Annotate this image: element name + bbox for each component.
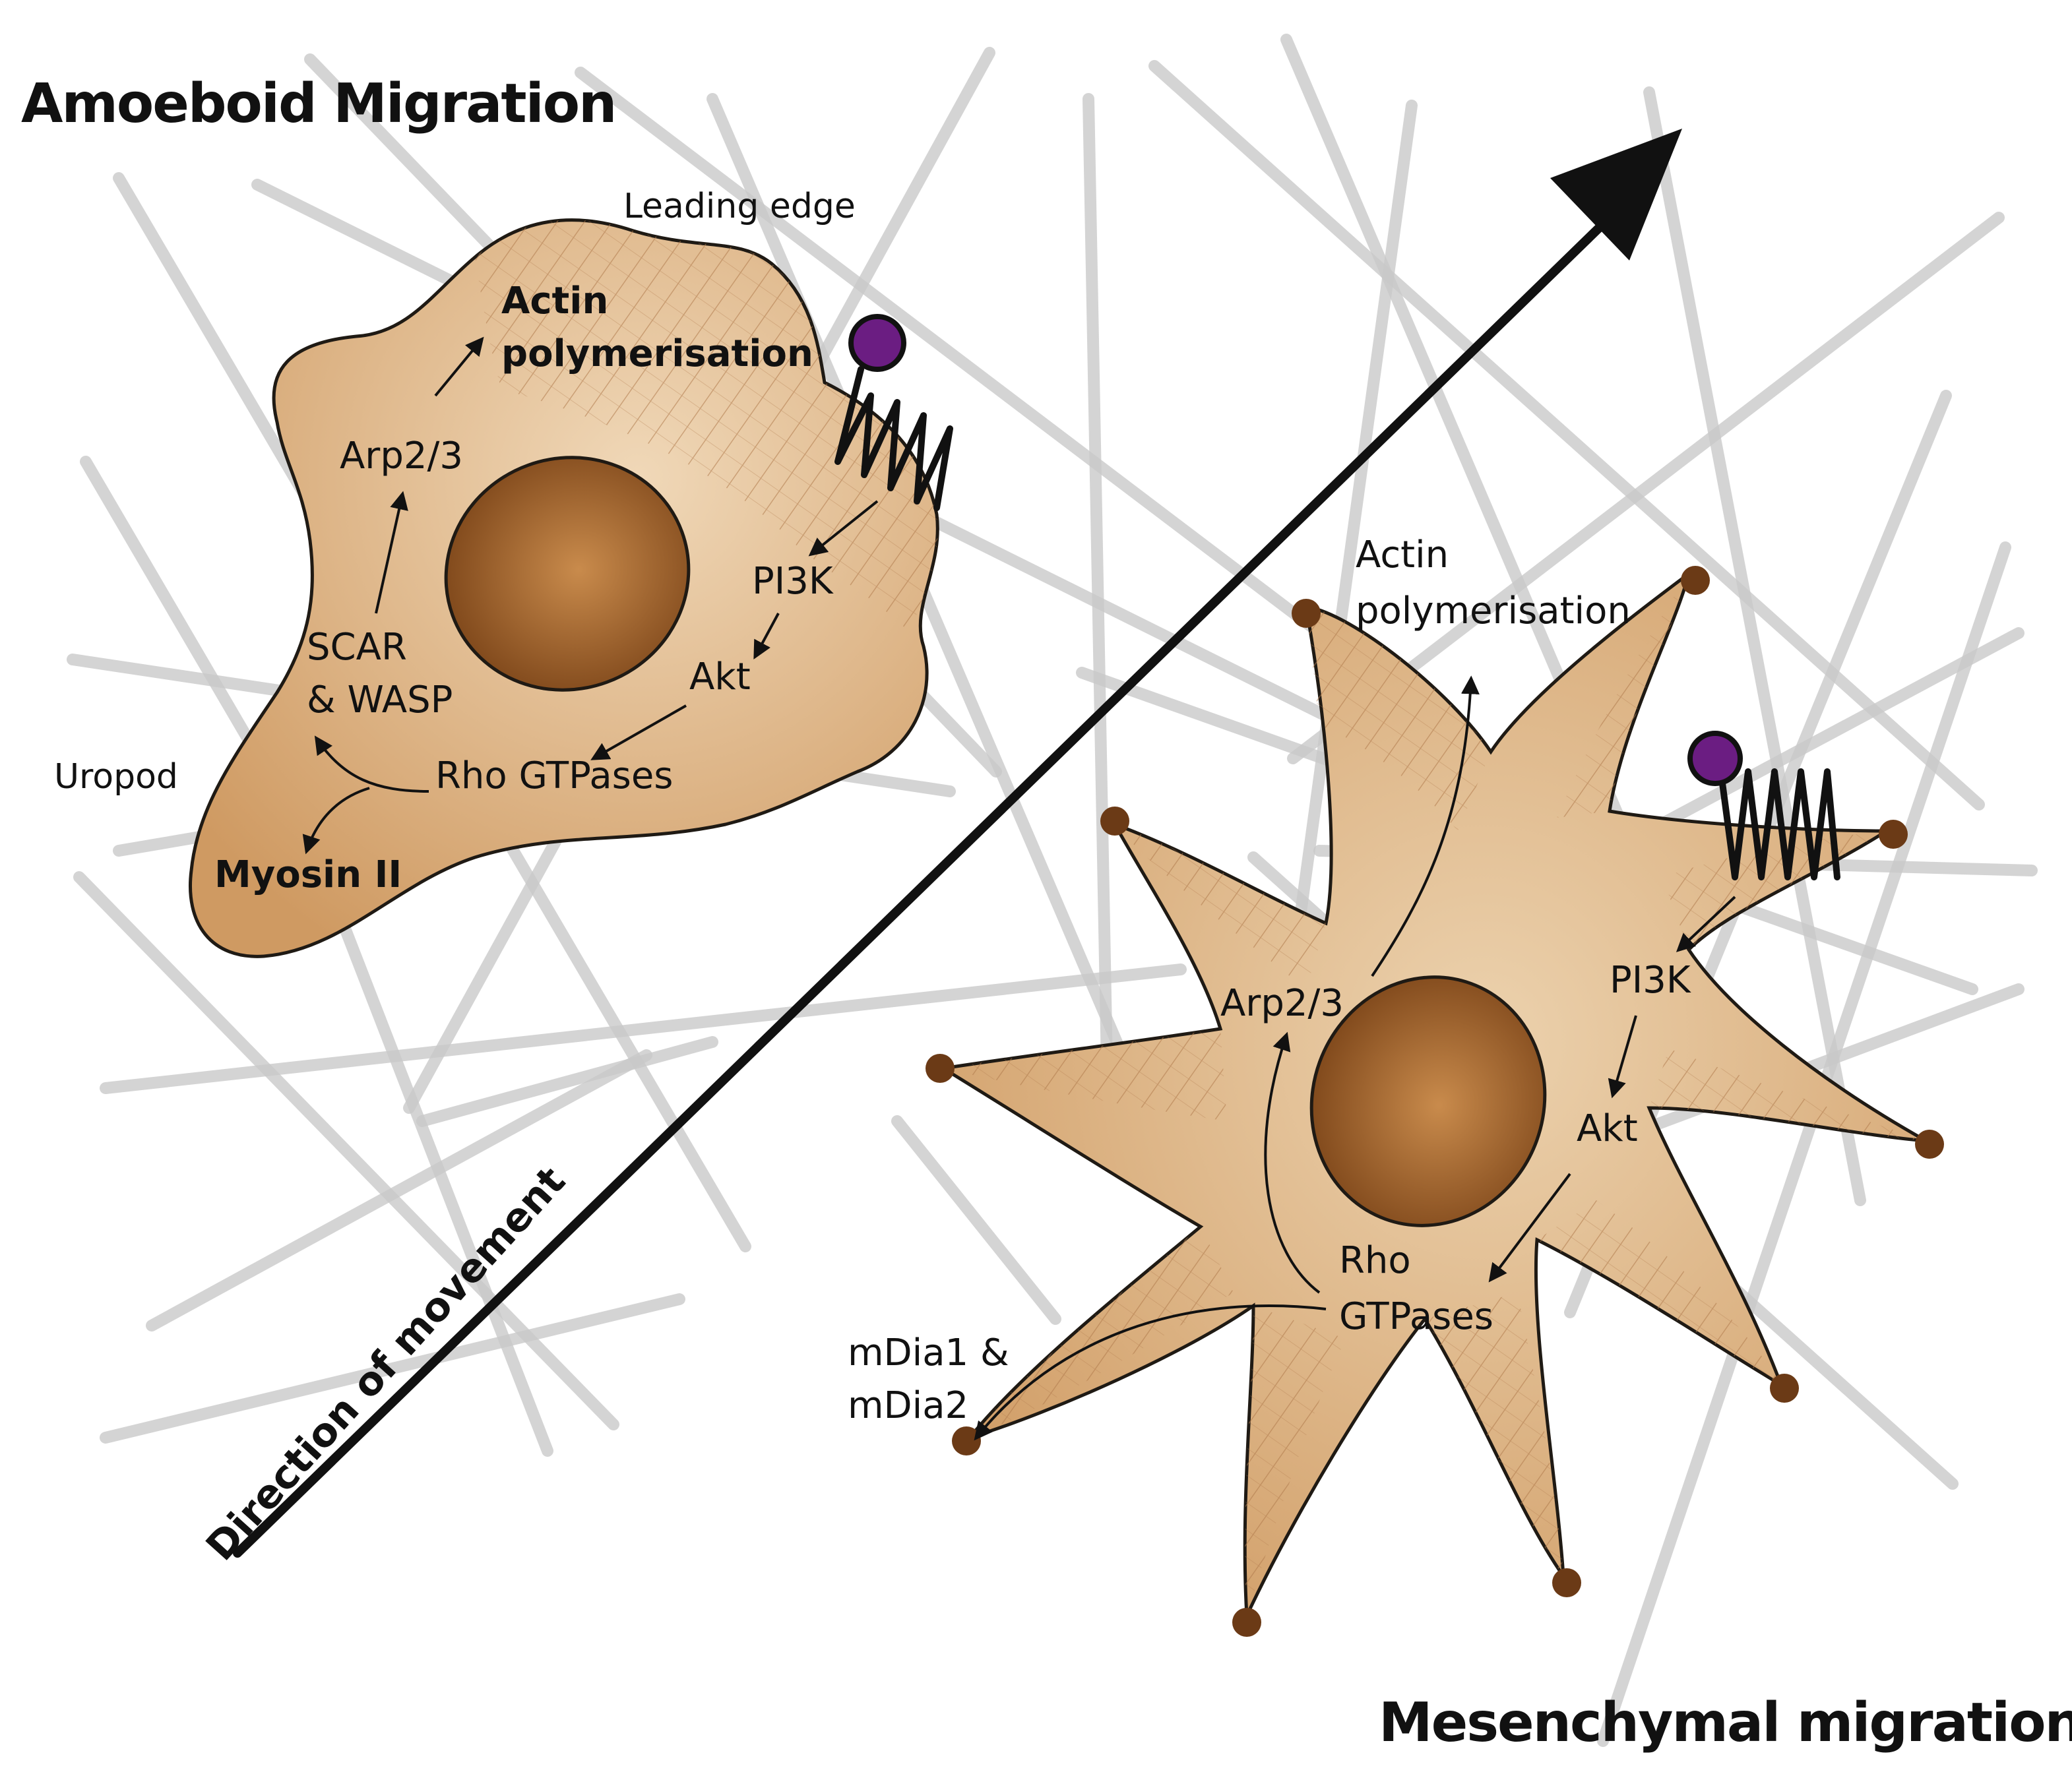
adhesion-dot	[1292, 599, 1321, 628]
mesenchymal-hatch-bottom	[1425, 1293, 1563, 1576]
direction-arrow	[233, 129, 1682, 1558]
mdia-label: mDia1 &	[848, 1331, 1009, 1374]
ligand-icon	[848, 314, 906, 372]
mesenchymal-hatch-topright	[1557, 574, 1689, 818]
amoeboid-arp-label: Arp2/3	[340, 435, 463, 477]
amoeboid-scar-label: SCAR	[307, 626, 407, 669]
adhesion-dot	[952, 1426, 981, 1455]
amoeboid-nucleus	[444, 456, 691, 692]
amoeboid-actin-hatching	[475, 220, 938, 633]
adhesion-dot	[1770, 1374, 1799, 1403]
mesenchymal-receptor	[1687, 731, 1840, 880]
adhesion-dot	[1100, 807, 1129, 836]
mesenchymal-cell	[938, 569, 1928, 1617]
mesenchymal-arp-label: Arp2/3	[1220, 982, 1344, 1025]
adhesion-dot	[1681, 566, 1710, 595]
mesenchymal-arrows	[974, 675, 1736, 1441]
mesenchymal-actin-label-2: polymerisation	[1356, 590, 1631, 632]
myosin-label: Myosin II	[214, 853, 402, 896]
mdia-label-2: mDia2	[848, 1384, 968, 1427]
amoeboid-actin-label: Actin	[501, 280, 608, 322]
mesenchymal-title: Mesenchymal migration	[1379, 1692, 2072, 1754]
mesenchymal-hatch-left	[1115, 824, 1326, 989]
mesenchymal-hatch-farright	[1649, 1049, 1926, 1141]
mesenchymal-rho-label: Rho	[1339, 1239, 1411, 1282]
mesenchymal-hatch-bottomleft	[1245, 1306, 1346, 1616]
mesenchymal-hatch-top	[1306, 607, 1491, 831]
mesenchymal-nucleus	[1309, 975, 1547, 1227]
mesenchymal-actin-label: Actin	[1356, 534, 1449, 576]
mesenchymal-gtpases-label: GTPases	[1339, 1295, 1493, 1338]
amoeboid-receptor-coil	[834, 366, 953, 511]
amoeboid-pi3k-label: PI3K	[752, 560, 834, 603]
ligand-icon	[1687, 731, 1743, 786]
direction-arrow-shaft	[233, 213, 1614, 1558]
mesenchymal-akt-label: Akt	[1577, 1107, 1638, 1150]
amoeboid-wasp-label: & WASP	[307, 679, 453, 721]
adhesion-dot	[1915, 1130, 1944, 1159]
adhesion-tips	[926, 566, 1944, 1637]
amoeboid-cell	[189, 218, 939, 958]
direction-arrow-head	[1550, 129, 1682, 260]
amoeboid-rho-label: Rho GTPases	[435, 754, 673, 797]
adhesion-dot	[1232, 1608, 1261, 1637]
amoeboid-arrows	[302, 336, 879, 855]
amoeboid-receptor	[834, 314, 953, 511]
mesenchymal-receptor-coil	[1718, 768, 1840, 880]
mesenchymal-hatch-lowright	[1537, 1200, 1781, 1385]
mesenchymal-pi3k-label: PI3K	[1610, 959, 1691, 1002]
leading-edge-label: Leading edge	[623, 187, 856, 226]
amoeboid-actin-label-2: polymerisation	[501, 332, 813, 375]
adhesion-dot	[1879, 820, 1908, 849]
amoeboid-title: Amoeboid Migration	[21, 73, 615, 135]
adhesion-dot	[1552, 1568, 1581, 1597]
amoeboid-akt-label: Akt	[689, 656, 751, 698]
uropod-label: Uropod	[54, 757, 178, 797]
mesenchymal-hatch-farleft	[943, 1029, 1227, 1121]
mesenchymal-hatch-right	[1662, 831, 1887, 950]
adhesion-dot	[926, 1054, 955, 1083]
mesenchymal-hatch-lowleft	[970, 1227, 1234, 1438]
